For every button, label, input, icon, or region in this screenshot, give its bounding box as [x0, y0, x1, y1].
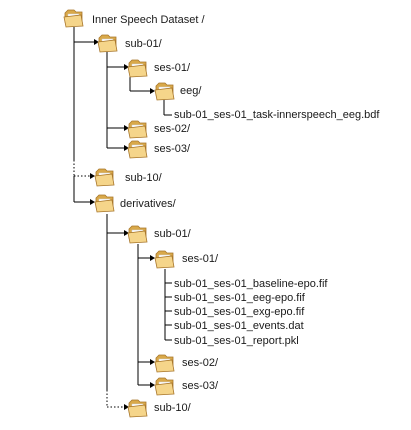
arrow-icon — [90, 199, 95, 205]
derivatives-ses03-label: ses-03/ — [182, 380, 219, 392]
folder-icon — [94, 194, 115, 213]
ses03-folder-label: ses-03/ — [154, 143, 191, 155]
arrow-icon — [124, 404, 129, 410]
ses02-folder-label: ses-02/ — [154, 123, 191, 135]
derivatives-folder-label: derivatives/ — [120, 198, 177, 210]
arrow-icon — [150, 359, 155, 365]
file-label: sub-01_ses-01_exg-epo.fif — [174, 306, 305, 318]
bdf-file-label: sub-01_ses-01_task-innerspeech_eeg.bdf — [174, 109, 380, 121]
sub01-folder-label: sub-01/ — [125, 38, 163, 50]
arrow-icon — [124, 230, 129, 236]
arrow-icon — [90, 173, 95, 179]
folder-icon — [127, 140, 148, 159]
ses01-folder-label: ses-01/ — [154, 62, 191, 74]
arrow-icon — [94, 39, 99, 45]
folder-icon — [94, 168, 115, 187]
arrow-icon — [124, 145, 129, 151]
file-label: sub-01_ses-01_baseline-epo.fif — [174, 278, 328, 290]
arrow-icon — [150, 382, 155, 388]
arrow-icon — [150, 88, 155, 94]
derivatives-sub10-label: sub-10/ — [154, 402, 192, 414]
derivatives-ses01-label: ses-01/ — [182, 253, 219, 265]
derivatives-ses02-label: ses-02/ — [182, 357, 219, 369]
tree-arrows — [90, 39, 155, 410]
folder-icon — [127, 120, 148, 139]
eeg-folder-label: eeg/ — [180, 85, 202, 97]
arrow-icon — [124, 125, 129, 131]
sub10-folder-label: sub-10/ — [125, 172, 163, 184]
file-label: sub-01_ses-01_report.pkl — [174, 335, 299, 347]
arrow-icon — [124, 64, 129, 70]
file-label: sub-01_ses-01_eeg-epo.fif — [174, 292, 306, 304]
arrow-icon — [150, 255, 155, 261]
folder-icon — [154, 250, 175, 269]
folder-icon — [63, 9, 84, 28]
folder-icon — [154, 354, 175, 373]
folder-icon — [127, 399, 148, 418]
folder-icon — [97, 34, 118, 53]
file-label: sub-01_ses-01_events.dat — [174, 320, 304, 332]
root-folder-label: Inner Speech Dataset / — [92, 14, 205, 26]
tree-connectors — [73, 27, 172, 408]
tree-labels: Inner Speech Dataset / sub-01/ ses-01/ e… — [92, 14, 380, 414]
derivatives-sub01-label: sub-01/ — [154, 228, 192, 240]
folder-icon — [127, 59, 148, 78]
folder-icon — [154, 82, 175, 101]
folder-icon — [127, 225, 148, 244]
folder-icon — [154, 377, 175, 396]
